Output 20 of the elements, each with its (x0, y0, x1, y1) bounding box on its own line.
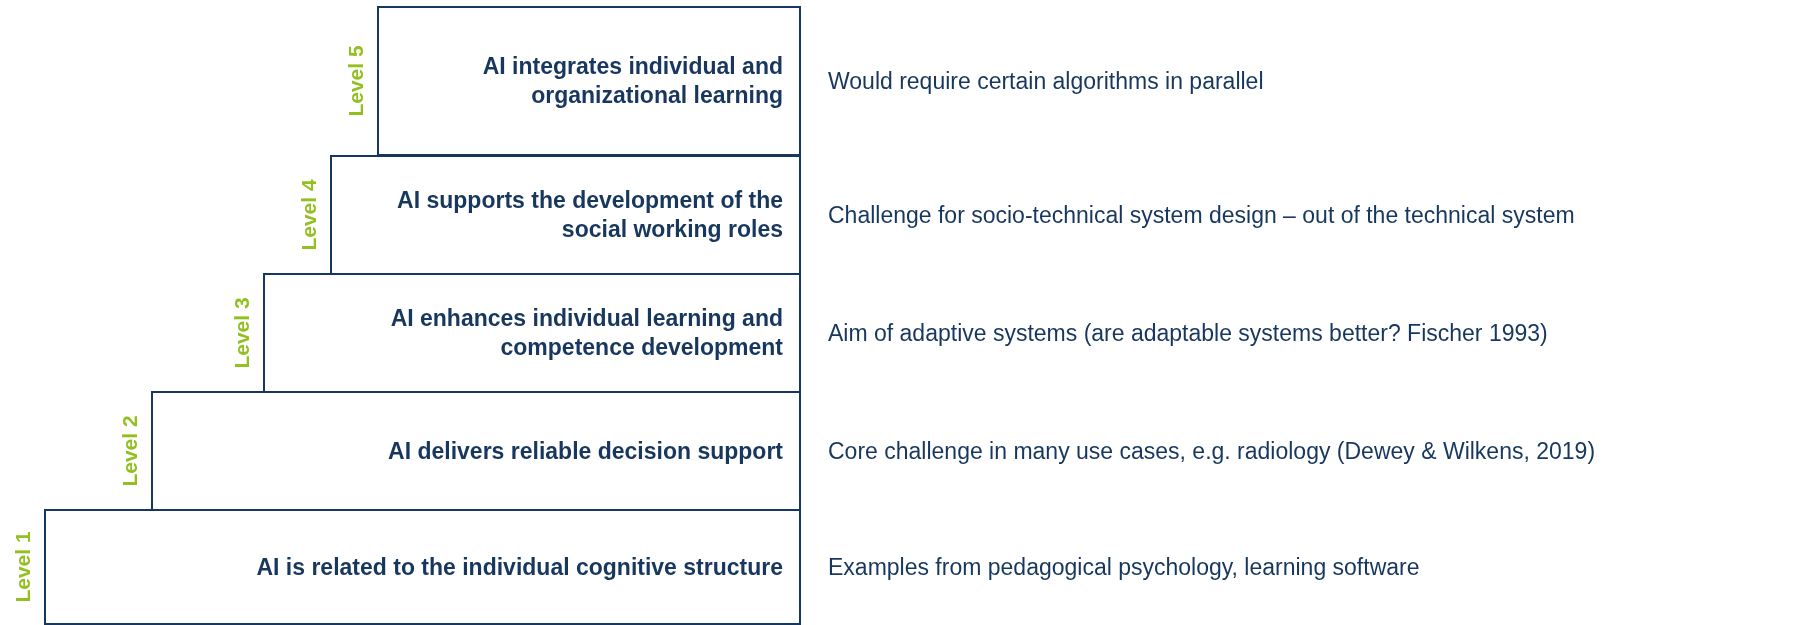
level-statement: AI delivers reliable decision support (388, 436, 783, 466)
level-box (330, 155, 801, 275)
level-label: Level 2 (118, 414, 142, 489)
level-description: Examples from pedagogical psychology, learning software (828, 553, 1420, 581)
level-label: Level 5 (344, 44, 368, 119)
level-label: Level 1 (11, 530, 35, 605)
level-box (151, 391, 801, 511)
level-box (44, 509, 801, 625)
level-label: Level 4 (297, 178, 321, 253)
level-box (377, 6, 801, 156)
level-description: Aim of adaptive systems (are adaptable systems better? Fischer 1993) (828, 319, 1548, 347)
level-statement: AI supports the development of the social working roles (396, 186, 783, 244)
level-description: Would require certain algorithms in parallel (828, 67, 1264, 95)
level-description: Challenge for socio-technical system design – out of the technical system (828, 201, 1575, 229)
level-statement: AI enhances individual learning and competence development (389, 304, 783, 362)
level-statement: AI integrates individual and organizational learning (481, 52, 783, 110)
level-box (263, 273, 801, 393)
level-description: Core challenge in many use cases, e.g. radiology (Dewey & Wilkens, 2019) (828, 437, 1596, 465)
level-statement: AI is related to the individual cognitive structure (256, 552, 783, 582)
level-label: Level 3 (230, 296, 254, 371)
